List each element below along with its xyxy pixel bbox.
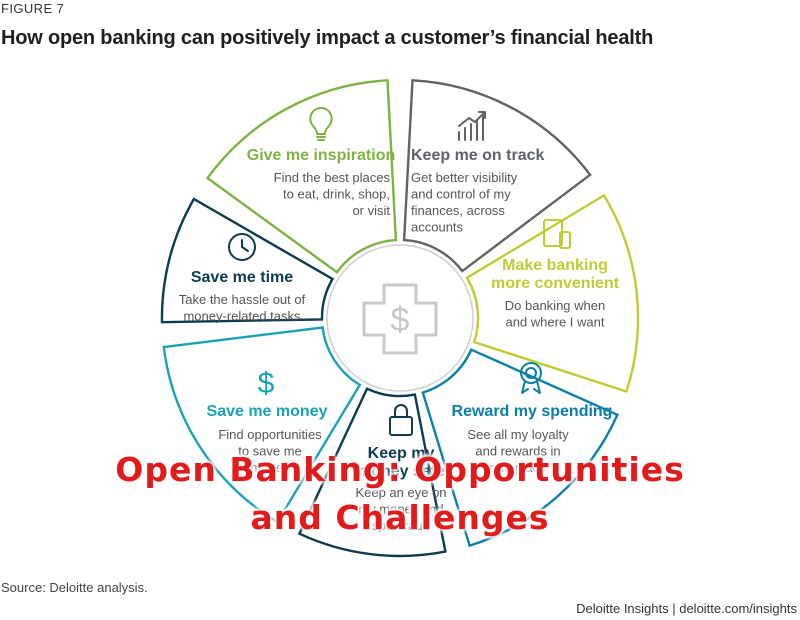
- award-ribbon-icon: [520, 362, 542, 394]
- segment-reward-description: See all my loyalty: [467, 427, 569, 442]
- segment-convenient-description: and where I want: [505, 315, 604, 330]
- segment-reward-description: and rewards in: [475, 444, 560, 459]
- segment-track-description: and control of my: [411, 187, 511, 202]
- segment-time-description: Take the hassle out of: [179, 292, 306, 307]
- segment-track: [402, 79, 592, 273]
- segment-convenient-description: Do banking when: [505, 298, 605, 313]
- segment-convenient: [465, 193, 640, 394]
- figure-label: FIGURE 7: [1, 1, 65, 16]
- svg-text:$: $: [391, 301, 410, 339]
- segment-time-description: money-related tasks: [183, 309, 301, 324]
- segment-secure: [297, 387, 447, 558]
- segment-money-title: Save me money: [207, 403, 328, 420]
- segment-money-description: to save me: [238, 444, 302, 459]
- svg-text:$: $: [258, 367, 275, 400]
- segment-inspiration-title: Give me inspiration: [247, 147, 395, 164]
- segment-track-description: finances, across: [411, 203, 505, 218]
- segment-inspiration-description: to eat, drink, shop,: [283, 187, 390, 202]
- segment-track-title: Keep me on track: [411, 147, 544, 164]
- segment-reward-title: Reward my spending: [452, 403, 613, 420]
- segment-reward: [421, 348, 619, 548]
- clock-icon: [228, 233, 256, 261]
- segment-inspiration-description: Find the best places: [274, 170, 391, 185]
- segment-money-description: Find opportunities: [218, 427, 322, 442]
- segment-secure-title: money safe: [357, 463, 445, 480]
- source-note: Source: Deloitte analysis.: [1, 580, 148, 595]
- center-hub: $: [326, 244, 474, 392]
- padlock-icon: [389, 404, 413, 436]
- overlay-caption-line2: and Challenges: [250, 498, 550, 537]
- lightbulb-icon: [309, 107, 333, 141]
- segment-convenient-title: more convenient: [491, 275, 620, 292]
- segment-secure-title: Keep my: [368, 445, 435, 462]
- dollar-cross-icon: [362, 283, 438, 355]
- segment-time: [160, 197, 335, 324]
- segment-money-description: money: [250, 460, 290, 475]
- credit-line: Deloitte Insights | deloitte.com/insight…: [576, 601, 797, 616]
- segment-secure-description: my money and: [358, 502, 443, 517]
- segment-inspiration-description: or visit: [352, 203, 390, 218]
- segment-time-title: Save me time: [191, 269, 293, 286]
- devices-icon: [543, 219, 571, 249]
- segment-inspiration: [205, 79, 398, 274]
- dollar-icon: $: [258, 367, 275, 400]
- segment-secure-description: Keep an eye on: [355, 485, 446, 500]
- segment-track-description: Get better visibility: [411, 170, 518, 185]
- segment-secure-description: spot fraud: [372, 518, 430, 533]
- segment-track-description: accounts: [411, 220, 464, 235]
- segment-reward-description: one place: [490, 460, 546, 475]
- segment-convenient-title: Make banking: [502, 257, 608, 274]
- figure-title: How open banking can positively impact a…: [1, 27, 654, 49]
- overlay-caption-line1: Open Banking: Opportunities: [115, 450, 685, 489]
- growth-chart-icon: [458, 111, 486, 141]
- segment-money: [162, 326, 362, 524]
